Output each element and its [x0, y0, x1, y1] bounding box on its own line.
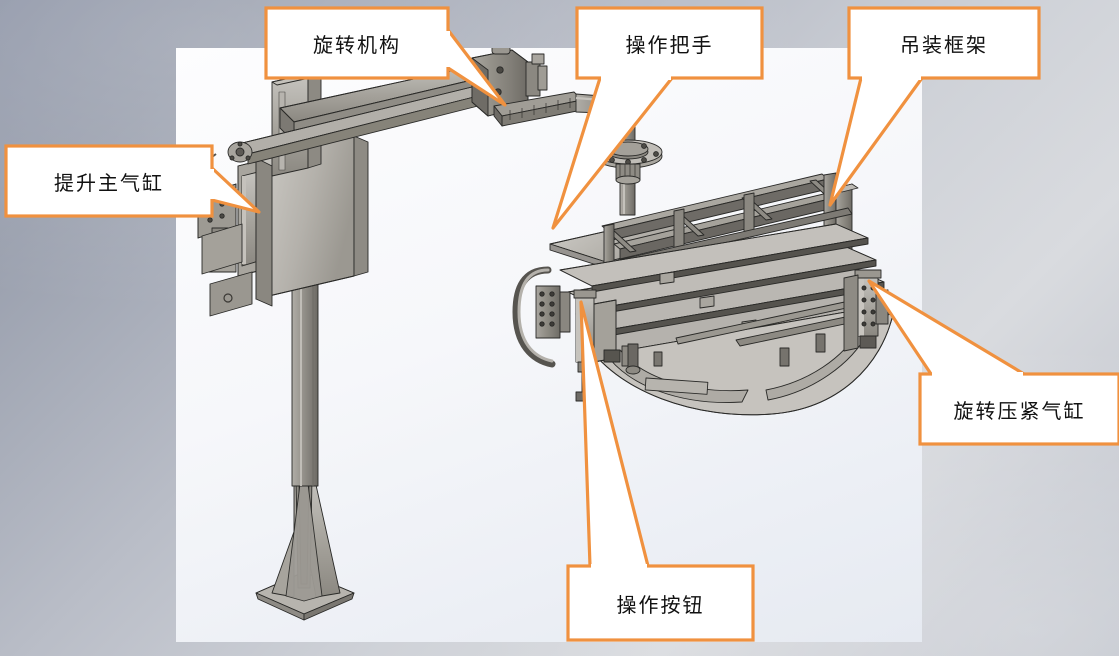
mechanical-assembly-illustration: [197, 48, 895, 621]
lifting-frame-tray: [559, 223, 895, 416]
operating-handle-assembly: [593, 139, 663, 185]
column-base-foot: [255, 475, 355, 621]
diagram-picture-area: [176, 48, 922, 642]
